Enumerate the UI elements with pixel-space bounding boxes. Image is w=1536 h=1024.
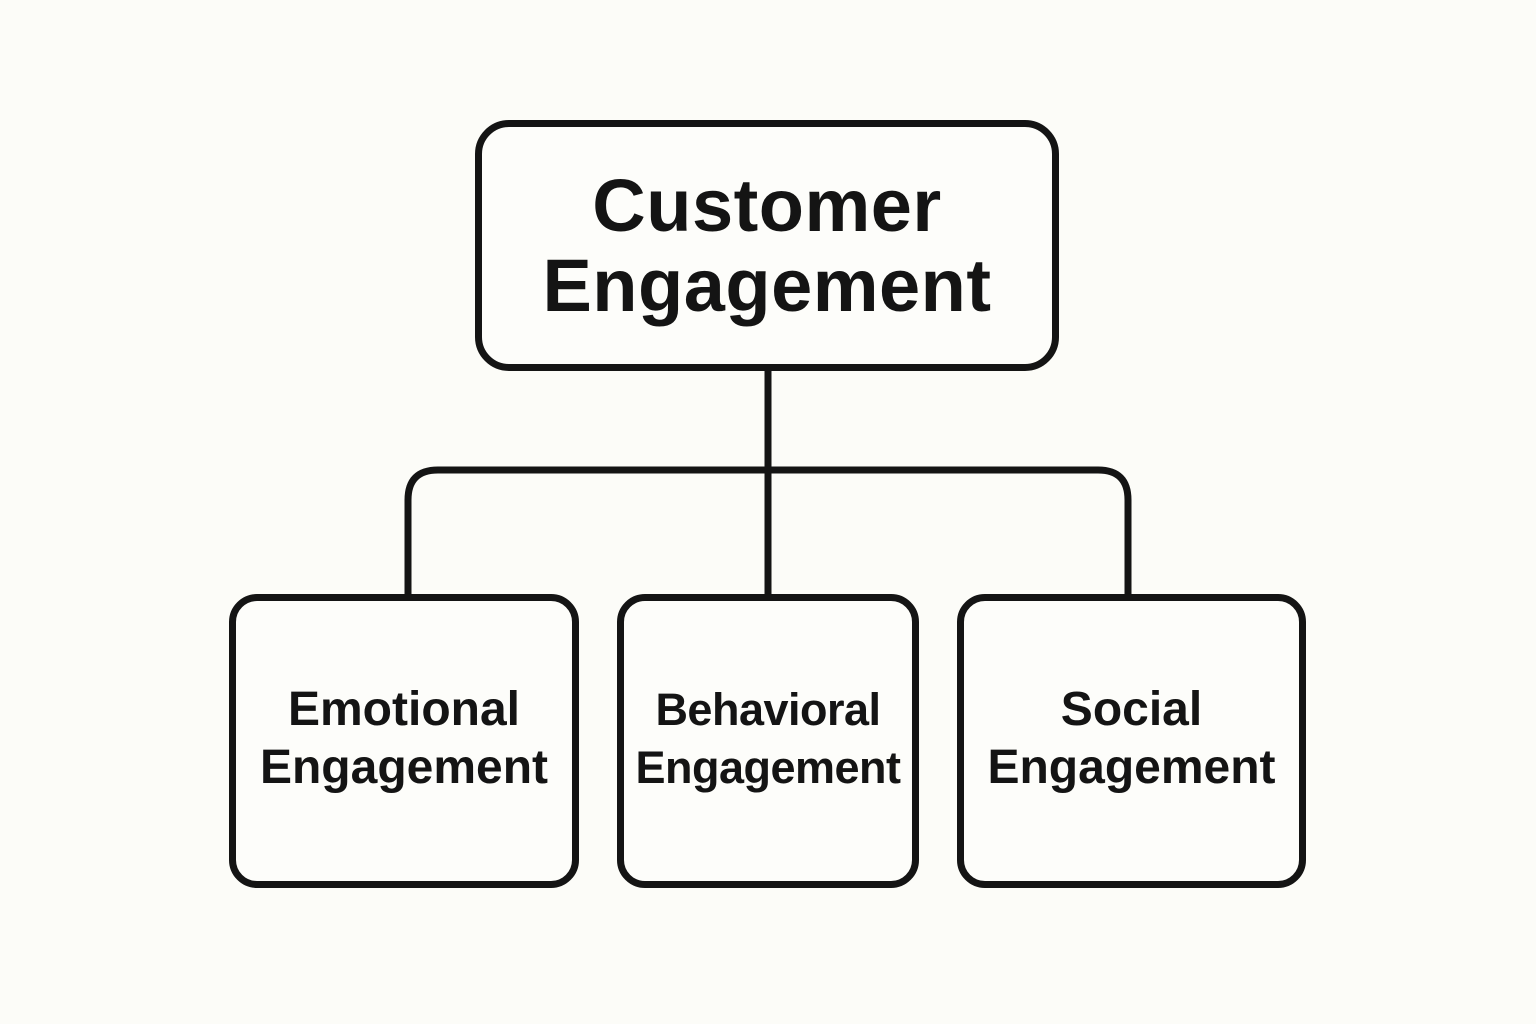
- node-emotional-engagement: Emotional Engagement: [229, 594, 579, 888]
- edge-root-to-emotional: [404, 466, 768, 595]
- node-label-line: Emotional: [287, 683, 520, 736]
- node-behavioral-engagement: Behavioral Engagement: [617, 594, 919, 888]
- node-label-line: Engagement: [542, 243, 992, 327]
- node-customer-engagement: Customer Engagement: [475, 120, 1059, 371]
- node-label-line: Engagement: [259, 741, 549, 794]
- node-label-line: Behavioral: [655, 684, 881, 735]
- node-label-line: Engagement: [987, 741, 1276, 794]
- node-label-line: Customer: [592, 163, 942, 247]
- node-label-line: Social: [1060, 683, 1203, 736]
- node-social-engagement: Social Engagement: [957, 594, 1306, 888]
- edge-root-to-social: [768, 466, 1132, 595]
- node-label-line: Engagement: [635, 742, 901, 793]
